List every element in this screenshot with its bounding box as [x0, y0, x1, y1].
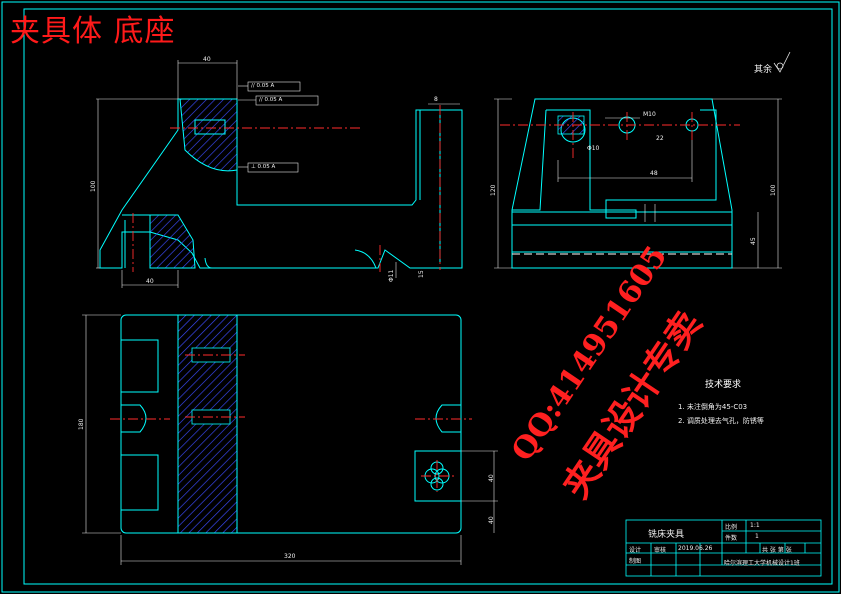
tech-requirements-title: 技术要求 [705, 380, 742, 390]
title-block [625, 519, 822, 577]
dim-side-height: 120 [490, 184, 497, 196]
tolerance-frame-3: ⊥ 0.05 A [251, 164, 276, 170]
title-block-sheet: 1 [755, 533, 759, 540]
drawing-title: 夹具体 底座 [10, 14, 176, 49]
dim-side-48: 48 [650, 170, 658, 177]
dim-side-m10: M10 [643, 111, 656, 118]
dim-right-phi: Φ11 [388, 269, 395, 282]
title-block-school: 哈尔滨理工大学机械设计1班 [724, 560, 800, 567]
dim-side-22: 22 [656, 135, 664, 142]
dim-plan-40b: 40 [488, 516, 495, 524]
dim-side-phi: Φ10 [587, 145, 600, 152]
title-block-scale-label: 比例 [725, 524, 738, 531]
tolerance-frame-2: // 0.05 A [259, 97, 283, 103]
roughness-note: 其余 [754, 65, 773, 75]
dim-side-45: 45 [750, 237, 757, 245]
front-view [99, 98, 463, 269]
side-center-lines [500, 112, 740, 160]
title-block-sheet-label: 件数 [725, 535, 738, 542]
title-block-date: 2019.06.26 [678, 545, 713, 552]
dim-bottom-40: 40 [146, 278, 154, 285]
dim-side-height-2: 100 [770, 184, 777, 196]
dim-plan-height: 180 [78, 418, 85, 430]
roughness-symbol [773, 51, 791, 73]
tech-requirement-2: 2. 调质处理去气孔，防锈等 [678, 417, 764, 425]
title-block-scale: 1:1 [750, 522, 760, 529]
dim-plan-width: 320 [284, 553, 296, 560]
dim-top-40: 40 [203, 56, 211, 63]
title-block-drawn: 制图 [629, 558, 642, 565]
front-dimension-lines [96, 60, 460, 288]
side-view [511, 98, 733, 269]
plan-dimension-lines [82, 314, 498, 565]
dim-left-height: 100 [90, 180, 97, 192]
title-block-part-name: 铣床夹具 [648, 530, 685, 540]
side-dimension-lines [494, 98, 782, 269]
inner-frame [23, 8, 833, 585]
dim-right-15: 15 [418, 270, 425, 278]
tolerance-frame-1: // 0.05 A [251, 83, 275, 89]
title-block-drawing-no: 共 张 第 张 [762, 547, 792, 554]
plan-view [120, 314, 462, 534]
plan-center-lines [110, 354, 472, 492]
tech-requirement-1: 1. 未注倒角为45-C03 [678, 403, 748, 411]
title-block-check: 审核 [654, 547, 667, 554]
title-block-design: 设计 [629, 547, 642, 554]
dim-right-small: 8 [434, 96, 438, 103]
dim-plan-40a: 40 [488, 474, 495, 482]
front-center-lines [132, 105, 441, 272]
plan-hatch [177, 314, 238, 534]
